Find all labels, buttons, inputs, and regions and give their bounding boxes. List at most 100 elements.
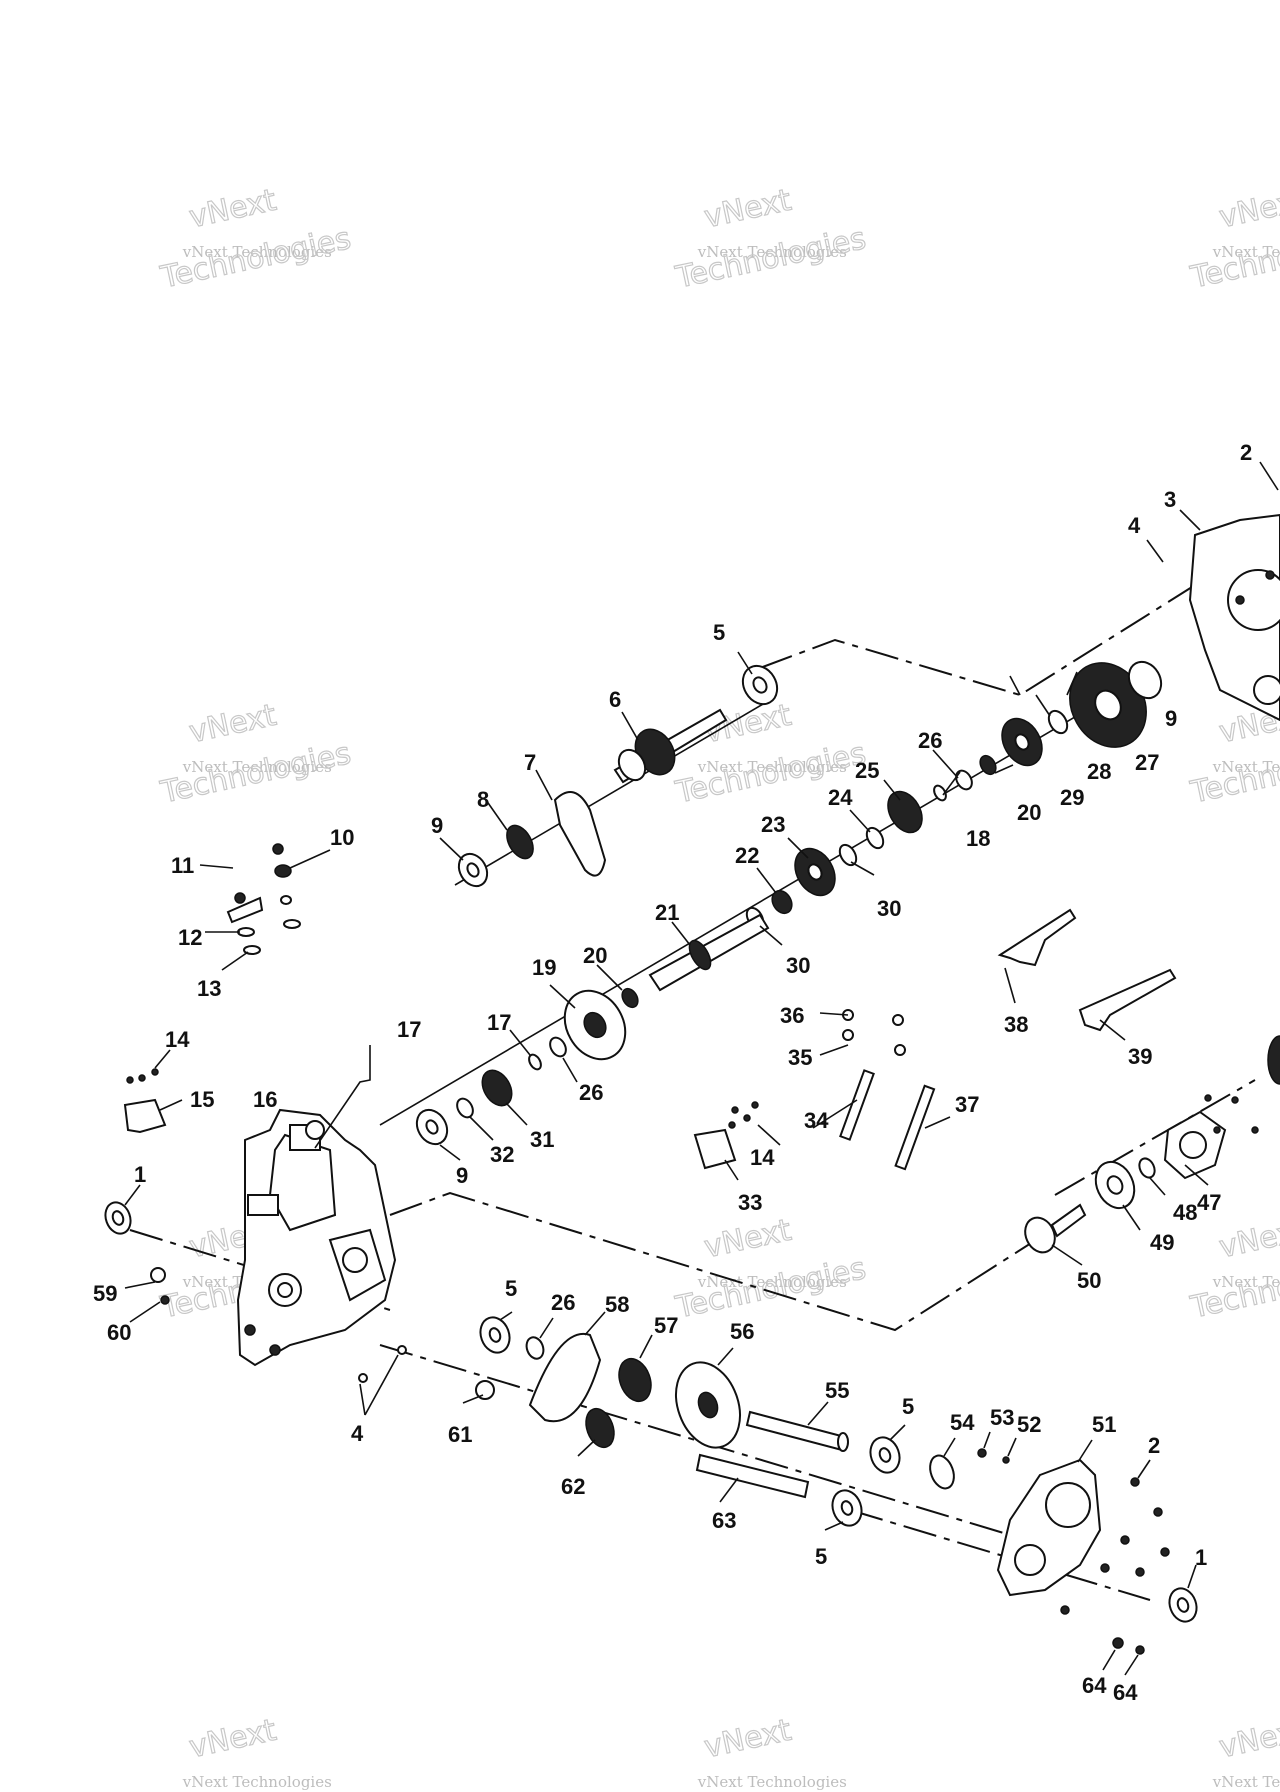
callout-label: 52 — [1017, 1412, 1041, 1437]
callout-label: 4 — [1128, 513, 1141, 538]
callout-label: 8 — [477, 787, 489, 812]
callout-label: 10 — [330, 825, 354, 850]
callout-labels: 2 3 4 5 6 7 8 9 9 27 28 29 20 26 25 18 2… — [93, 440, 1252, 1705]
shaft-54 — [745, 1410, 847, 1452]
callout-label: 9 — [1165, 706, 1177, 731]
callout-label: 3 — [1164, 487, 1176, 512]
callout-label: 26 — [579, 1080, 603, 1105]
callout-label: 13 — [197, 976, 221, 1001]
washer-28 — [1047, 709, 1069, 735]
shift-shaft-37 — [894, 1084, 936, 1171]
svg-text:vNext Technologies: vNext Technologies — [697, 758, 847, 776]
callout-label: 56 — [730, 1319, 754, 1344]
callout-label: 25 — [855, 758, 879, 783]
callout-label: 50 — [1077, 1268, 1101, 1293]
callout-label: 19 — [532, 955, 556, 980]
washer-26b — [549, 1036, 567, 1058]
callout-label: 30 — [786, 953, 810, 978]
callout-label: 27 — [1135, 750, 1159, 775]
callout-label: 6 — [609, 687, 621, 712]
callout-label: 51 — [1092, 1412, 1116, 1437]
washer-26a — [955, 769, 973, 791]
left-case-housing — [236, 1045, 397, 1367]
callout-label: 17 — [487, 1010, 511, 1035]
callout-label: 1 — [134, 1162, 146, 1187]
callout-label: 63 — [712, 1508, 736, 1533]
callout-label: 5 — [815, 1544, 827, 1569]
callout-label: 33 — [738, 1190, 762, 1215]
callout-label: 64 — [1113, 1680, 1138, 1705]
lower-drive-parts — [475, 1316, 1198, 1655]
callout-label: 20 — [583, 943, 607, 968]
assembly-line-mid-right — [1054, 1079, 1256, 1196]
callout-label: 23 — [761, 812, 785, 837]
callout-label: 2 — [1148, 1433, 1160, 1458]
callout-label: 47 — [1197, 1190, 1221, 1215]
callout-label: 9 — [431, 813, 443, 838]
callout-label: 2 — [1240, 440, 1252, 465]
svg-text:vNext: vNext — [701, 183, 794, 236]
watermark: vNext vNext Technologies Technologies — [157, 182, 355, 296]
callout-label: 22 — [735, 843, 759, 868]
callout-label: 11 — [171, 853, 194, 878]
svg-text:Technologies: Technologies — [157, 736, 354, 811]
callout-label: 38 — [1004, 1012, 1028, 1037]
sensor-15 — [123, 1098, 167, 1134]
callout-label: 36 — [780, 1003, 804, 1028]
watermark: vNext vNext Technologies — [182, 1712, 332, 1791]
callout-label: 31 — [530, 1127, 554, 1152]
ring-30a — [838, 843, 858, 867]
callout-label: 24 — [828, 785, 853, 810]
callout-label: 26 — [551, 1290, 575, 1315]
callout-label: 5 — [713, 620, 725, 645]
ring-18a — [933, 784, 947, 802]
gear-31 — [481, 1069, 513, 1107]
svg-text:vNext Technologies: vNext Technologies — [182, 243, 332, 261]
sprocket-56 — [618, 1357, 652, 1403]
svg-text:vNext Technologies: vNext Technologies — [1212, 758, 1280, 776]
callout-label: 55 — [825, 1378, 849, 1403]
svg-text:Technologies: Technologies — [157, 221, 354, 296]
ring-24 — [865, 826, 885, 850]
callout-label: 60 — [107, 1320, 131, 1345]
callout-label: 14 — [165, 1027, 190, 1052]
bearing-20b — [621, 987, 639, 1009]
svg-text:vNext Technologies: vNext Technologies — [1212, 243, 1280, 261]
right-case-housing — [1188, 513, 1280, 722]
callout-label: 15 — [190, 1087, 214, 1112]
shaft-62 — [695, 1453, 810, 1499]
svg-text:vNext: vNext — [186, 1713, 279, 1766]
callout-label: 17 — [397, 1017, 421, 1042]
bearing-9b — [1127, 660, 1163, 700]
svg-text:vNext Technologies: vNext Technologies — [1212, 1273, 1280, 1291]
callout-label: 61 — [448, 1422, 472, 1447]
chain-7 — [553, 791, 607, 877]
svg-text:vNext: vNext — [186, 183, 279, 236]
callout-label: 1 — [1195, 1545, 1207, 1570]
callout-label: 26 — [918, 728, 942, 753]
watermark: vNext vNext Technologies Technologies — [672, 1212, 870, 1326]
svg-text:vNext: vNext — [701, 1213, 794, 1266]
svg-text:vNext Technologies: vNext Technologies — [697, 1773, 847, 1791]
svg-text:vNext: vNext — [1216, 183, 1280, 236]
svg-text:vNext: vNext — [1216, 1213, 1280, 1266]
watermark: vNext vNext Technologies Technologies — [1187, 182, 1280, 296]
shift-forks — [693, 908, 1177, 1171]
callout-label: 64 — [1082, 1673, 1107, 1698]
callout-label: 28 — [1087, 759, 1111, 784]
watermark: vNext vNext Technologies Technologies — [157, 697, 355, 811]
detent-33 — [693, 1128, 737, 1170]
left-small-parts — [104, 843, 407, 1383]
svg-text:vNext Technologies: vNext Technologies — [182, 1773, 332, 1791]
callout-label: 48 — [1173, 1200, 1197, 1225]
callout-label: 58 — [605, 1292, 629, 1317]
chain-57 — [528, 1332, 602, 1423]
callout-label: 30 — [877, 896, 901, 921]
callout-label: 9 — [456, 1163, 468, 1188]
callout-label: 49 — [1150, 1230, 1174, 1255]
assembly-line-middle — [389, 1191, 1076, 1332]
bearing-20a — [979, 754, 997, 776]
ring-32 — [456, 1097, 474, 1119]
fork-38 — [997, 908, 1077, 967]
